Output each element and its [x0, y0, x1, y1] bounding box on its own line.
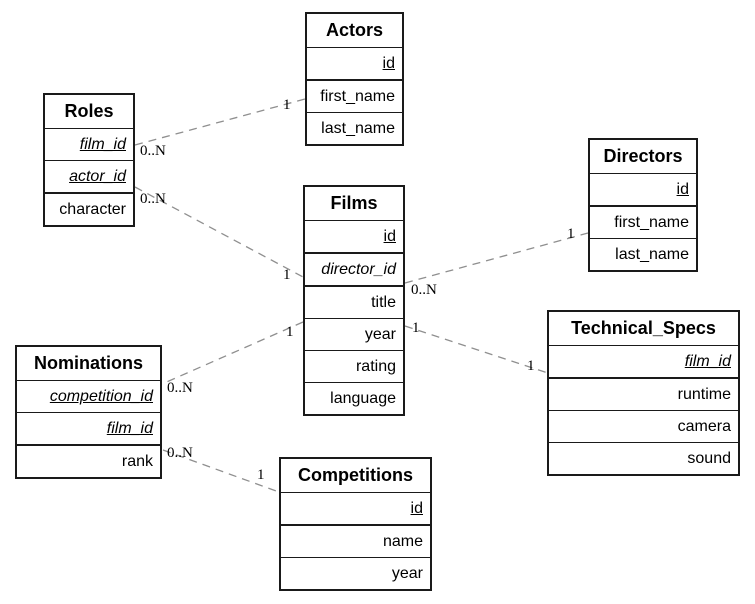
table-films-title: Films [305, 187, 403, 221]
field-nominations-film-id: film_id [17, 413, 160, 446]
table-competitions: Competitions id name year [279, 457, 432, 591]
field-technical-specs-runtime: runtime [549, 379, 738, 411]
field-technical-specs-camera: camera [549, 411, 738, 443]
field-films-director-id: director_id [305, 254, 403, 287]
field-competitions-id: id [281, 493, 430, 526]
field-nominations-rank: rank [121, 453, 153, 470]
field-technical-specs-film-id: film_id [549, 346, 738, 379]
field-actors-first-name: first_name [307, 81, 402, 113]
relationship-line-films-nominations [161, 321, 304, 385]
table-directors: Directors id first_name last_name [588, 138, 698, 272]
field-competitions-year: year [391, 565, 423, 582]
cardinality-roles-actors-many: 0..N [140, 143, 166, 159]
field-actors-id: id [307, 48, 402, 81]
relationship-line-roles-actors [134, 98, 306, 146]
cardinality-nominations-films-one: 1 [286, 324, 294, 340]
field-roles-film-id: film_id [45, 129, 133, 161]
field-directors-id: id [590, 174, 696, 207]
cardinality-nominations-films-many: 0..N [167, 380, 193, 396]
field-directors-first-name: first_name [590, 207, 696, 239]
relationship-line-roles-films [134, 186, 304, 278]
table-directors-title: Directors [590, 140, 696, 174]
table-technical-specs-title: Technical_Specs [549, 312, 738, 346]
field-technical-specs-sound: sound [687, 450, 731, 467]
field-nominations-competition-id: competition_id [17, 381, 160, 413]
field-roles-actor-id: actor_id [45, 161, 133, 194]
cardinality-roles-films-one: 1 [283, 267, 291, 283]
table-nominations: Nominations competition_id film_id rank [15, 345, 162, 479]
cardinality-roles-films-many: 0..N [140, 191, 166, 207]
field-films-title: title [305, 287, 403, 319]
field-competitions-name: name [281, 526, 430, 558]
table-actors: Actors id first_name last_name [305, 12, 404, 146]
field-films-language: language [330, 390, 396, 407]
cardinality-nominations-competitions-many: 0..N [167, 445, 193, 461]
table-roles: Roles film_id actor_id character [43, 93, 135, 227]
cardinality-roles-actors-one: 1 [283, 97, 291, 113]
field-actors-last-name: last_name [321, 120, 395, 137]
table-nominations-title: Nominations [17, 347, 160, 381]
cardinality-films-directors-many: 0..N [411, 282, 437, 298]
cardinality-nominations-competitions-one: 1 [257, 467, 265, 483]
table-technical-specs: Technical_Specs film_id runtime camera s… [547, 310, 740, 476]
cardinality-films-technical-specs-right-one: 1 [527, 358, 535, 374]
table-competitions-title: Competitions [281, 459, 430, 493]
field-films-id: id [305, 221, 403, 254]
cardinality-films-directors-one: 1 [567, 226, 575, 242]
table-actors-title: Actors [307, 14, 402, 48]
field-directors-last-name: last_name [615, 246, 689, 263]
relationship-line-nominations-competitions [162, 449, 280, 493]
relationship-line-films-technical-specs [404, 325, 549, 374]
table-roles-title: Roles [45, 95, 133, 129]
field-roles-character: character [59, 201, 126, 218]
field-films-year: year [305, 319, 403, 351]
relationship-line-films-directors [404, 232, 589, 284]
field-films-rating: rating [305, 351, 403, 383]
table-films: Films id director_id title year rating l… [303, 185, 405, 416]
cardinality-films-technical-specs-left-one: 1 [412, 320, 420, 336]
